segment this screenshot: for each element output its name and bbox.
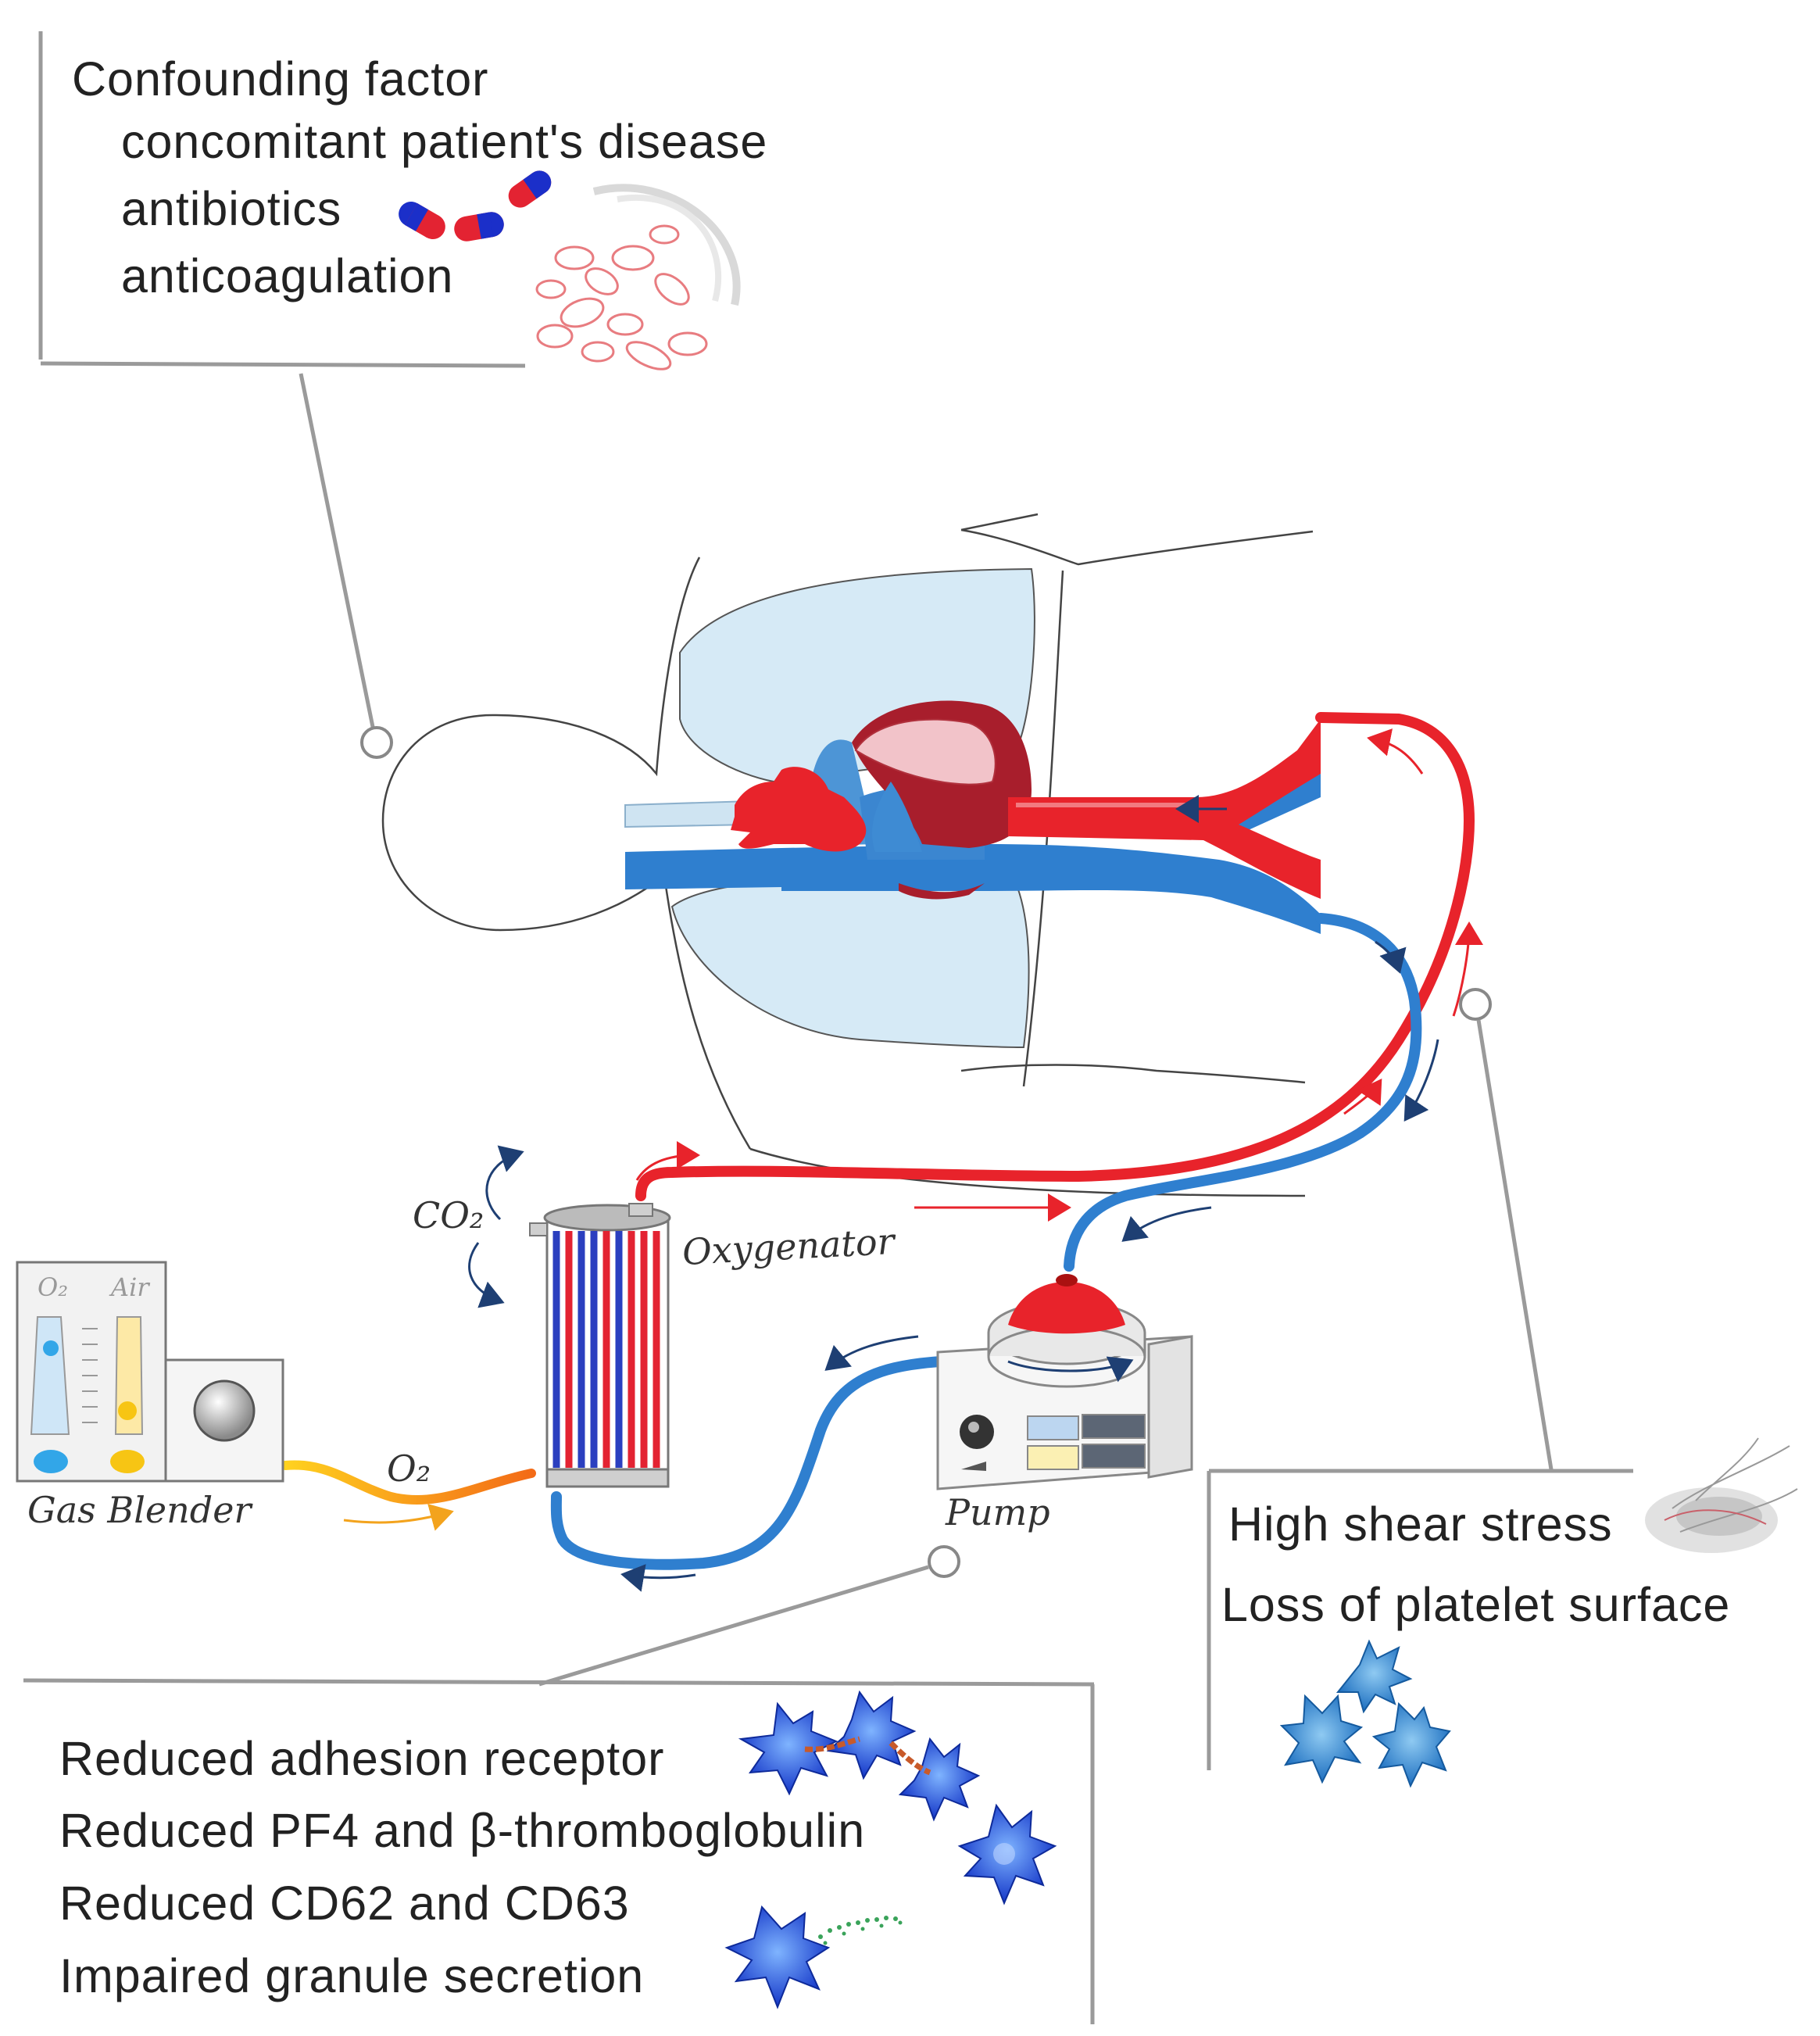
activated-platelets-icon xyxy=(1279,1639,1451,1788)
pump xyxy=(936,1274,1193,1490)
gas-blender xyxy=(16,1261,284,1483)
shear-line: Loss of platelet surface xyxy=(1221,1578,1731,1631)
platelet-effect-line: Impaired granule secretion xyxy=(59,1949,645,2002)
oxygenator xyxy=(529,1203,671,1488)
blood-cells-icon xyxy=(535,184,741,370)
platelet-cells-icon xyxy=(724,1690,1057,2009)
platelet-leader-line xyxy=(538,1565,929,1687)
platelet-anchor-dot xyxy=(928,1545,960,1578)
pump-label: Pump xyxy=(946,1491,1050,1533)
fibrin-mesh-icon xyxy=(1645,1437,1798,1553)
platelet-effect-line: Reduced PF4 and β-thromboglobulin xyxy=(59,1804,866,1857)
confounding-title: Confounding factor xyxy=(72,52,489,106)
confounding-leader-line xyxy=(299,373,375,728)
shear-box-frame xyxy=(1207,1469,1633,1770)
platelet-effect-line: Reduced adhesion receptor xyxy=(59,1732,665,1785)
pump-to-oxygenator-tube xyxy=(550,1354,1006,1570)
capsule-icon xyxy=(399,170,552,242)
confounding-anchor-dot xyxy=(360,726,393,759)
confounding-item: concomitant patient's disease xyxy=(121,115,768,168)
heart-icon xyxy=(852,700,1032,900)
gas-blender-label: Gas Blender xyxy=(27,1489,252,1531)
confounding-item: anticoagulation xyxy=(121,249,454,302)
shear-anchor-dot xyxy=(1459,988,1492,1021)
confounding-item: antibiotics xyxy=(121,182,342,235)
shear-leader-line xyxy=(1476,1019,1554,1470)
venous-drainage-tube xyxy=(1064,913,1422,1272)
co2-label: CO₂ xyxy=(413,1194,484,1236)
o2-tube-label: O₂ xyxy=(387,1447,431,1490)
confounding-box-frame xyxy=(38,31,526,368)
blender-air-label: Air xyxy=(111,1272,149,1302)
shear-line: High shear stress xyxy=(1228,1497,1613,1551)
flow-arrows xyxy=(343,728,1483,1592)
gas-supply-tube xyxy=(281,1460,536,1505)
platelet-effect-line: Reduced CD62 and CD63 xyxy=(59,1877,630,1930)
platelet-box-frame xyxy=(23,1678,1095,2024)
arterial-vessels xyxy=(731,719,1321,899)
arterial-return-tube xyxy=(635,712,1475,1201)
lung-lower xyxy=(670,882,1030,1049)
blender-o2-label: O₂ xyxy=(38,1272,69,1302)
